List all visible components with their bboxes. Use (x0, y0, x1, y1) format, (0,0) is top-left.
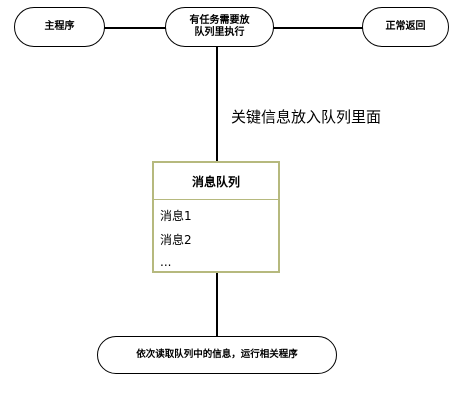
queue-item: 消息1 (160, 209, 192, 223)
connector-main-to-task (104, 27, 166, 29)
task-node: 有任务需要放 队列里执行 (165, 7, 274, 47)
queue-item: 消息2 (160, 233, 192, 247)
connector-queue-to-consumer (216, 273, 218, 337)
message-queue-box: 消息队列 消息1 消息2 ... (152, 161, 280, 273)
consumer-node: 依次读取队列中的信息，运行相关程序 (97, 336, 337, 374)
edge-label: 关键信息放入队列里面 (231, 108, 382, 126)
message-queue-title: 消息队列 (154, 163, 278, 200)
normal-return-label: 正常返回 (385, 21, 426, 32)
queue-item: ... (160, 255, 172, 269)
connector-task-to-return (273, 27, 363, 29)
task-label-line-2: 队列里执行 (194, 27, 245, 38)
normal-return-node: 正常返回 (362, 7, 449, 47)
consumer-label: 依次读取队列中的信息，运行相关程序 (136, 349, 298, 360)
connector-task-to-queue (216, 47, 218, 161)
task-label-line-1: 有任务需要放 (189, 15, 250, 26)
main-program-node: 主程序 (14, 7, 105, 47)
main-program-label: 主程序 (44, 21, 75, 32)
